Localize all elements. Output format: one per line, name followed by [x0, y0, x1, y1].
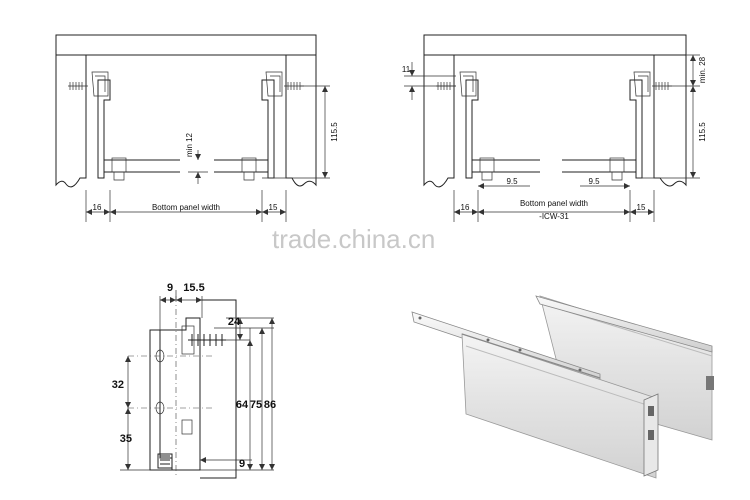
front-side-panel: [461, 333, 657, 479]
right-bottom-dim-lines: [453, 190, 655, 222]
profile-hole-upper: [155, 349, 165, 363]
drawer-runner-3d-illustration: [411, 295, 714, 479]
right-bottom-formula: -ICW-31: [539, 212, 569, 221]
profile-dim-75: 75: [250, 399, 262, 411]
left-cabinet-wall-left: [55, 55, 87, 188]
left-bottom-panel-left: [104, 159, 180, 173]
right-dim-11: 11: [402, 65, 411, 74]
profile-cabinet-panel: [200, 299, 237, 479]
front-bracket-clip-icon: [648, 406, 654, 416]
right-height-dim-lines: [636, 54, 700, 179]
left-runner-profile: [97, 79, 111, 179]
profile-hole-lower: [155, 401, 165, 415]
left-bottom-panel-right: [214, 159, 268, 173]
right-cabinet-wall-right: [653, 55, 687, 187]
profile-dim-24: 24: [228, 316, 241, 328]
profile-dim-32: 32: [112, 379, 124, 391]
left-bottom-dim-lines: [85, 190, 287, 222]
left-clip-icon: [111, 157, 127, 173]
watermark-text: trade.china.cn: [272, 224, 435, 254]
left-cabinet-wall-right: [285, 55, 317, 187]
left-cross-section-diagram: 115.5 min 12 16 Bottom panel width 15: [55, 34, 339, 222]
right-bottom-label: Bottom panel width: [520, 199, 588, 208]
right-dim-15: 15: [637, 203, 646, 212]
profile-screw-icon: [188, 334, 226, 346]
profile-dim-9: 9: [167, 282, 173, 294]
left-bottom-label: Bottom panel width: [152, 203, 220, 212]
right-diag-right-clip-icon: [609, 157, 625, 173]
profile-screw-head: [181, 325, 195, 355]
right-cross-section-diagram: 11 min. 28 115.5 9.5 9.5 16 Bottom panel…: [402, 34, 707, 222]
right-diag-left-runner: [465, 79, 479, 179]
right-clip-icon: [241, 157, 257, 173]
profile-right-dim-lines: [200, 317, 274, 471]
left-height-dim-lines: [262, 85, 330, 179]
right-diag-left-slide: [459, 71, 477, 97]
right-top-panel: [423, 34, 687, 56]
right-diag-right-screw-icon: [652, 82, 672, 90]
profile-dim-9-bottom: 9: [239, 458, 245, 470]
right-diag-left-clip-icon: [479, 157, 495, 173]
right-cabinet-wall-left: [423, 55, 455, 188]
right-dim-11-lines: [404, 62, 456, 100]
right-dim-115: 115.5: [698, 122, 707, 142]
right-dim-min28: min. 28: [698, 56, 707, 83]
left-height-value: 115.5: [330, 122, 339, 142]
profile-dim-86: 86: [264, 399, 276, 411]
left-runner-slide: [91, 71, 109, 97]
clip-feet: [113, 172, 255, 181]
profile-side-drawing: 9 15.5 24 64 75 86 9 32 35: [112, 282, 276, 479]
left-top-panel: [55, 34, 317, 56]
left-min-value: min 12: [185, 132, 194, 157]
right-screw-icon: [284, 82, 304, 90]
back-rail: [535, 295, 713, 353]
profile-left-dim-lines: [120, 356, 150, 471]
left-dim-15: 15: [269, 203, 278, 212]
profile-bottom-clip-icon: [157, 453, 173, 469]
left-dim-16: 16: [93, 203, 102, 212]
left-screw-icon: [68, 82, 88, 90]
back-bracket-icon: [706, 376, 714, 390]
right-dim-9-5-left: 9.5: [506, 177, 518, 186]
right-runner-slide: [265, 71, 283, 97]
profile-top-dim-lines: [159, 290, 203, 330]
right-diag-right-slide: [633, 71, 651, 97]
profile-centerlines-horizontal: [128, 355, 214, 409]
right-dim-16: 16: [461, 203, 470, 212]
right-dim-9-5-right: 9.5: [588, 177, 600, 186]
right-bottom-panel: [472, 159, 636, 173]
profile-dim-64: 64: [236, 399, 249, 411]
profile-dim-15-5: 15.5: [183, 282, 204, 294]
profile-slot: [181, 419, 193, 435]
profile-dim-35: 35: [120, 433, 132, 445]
